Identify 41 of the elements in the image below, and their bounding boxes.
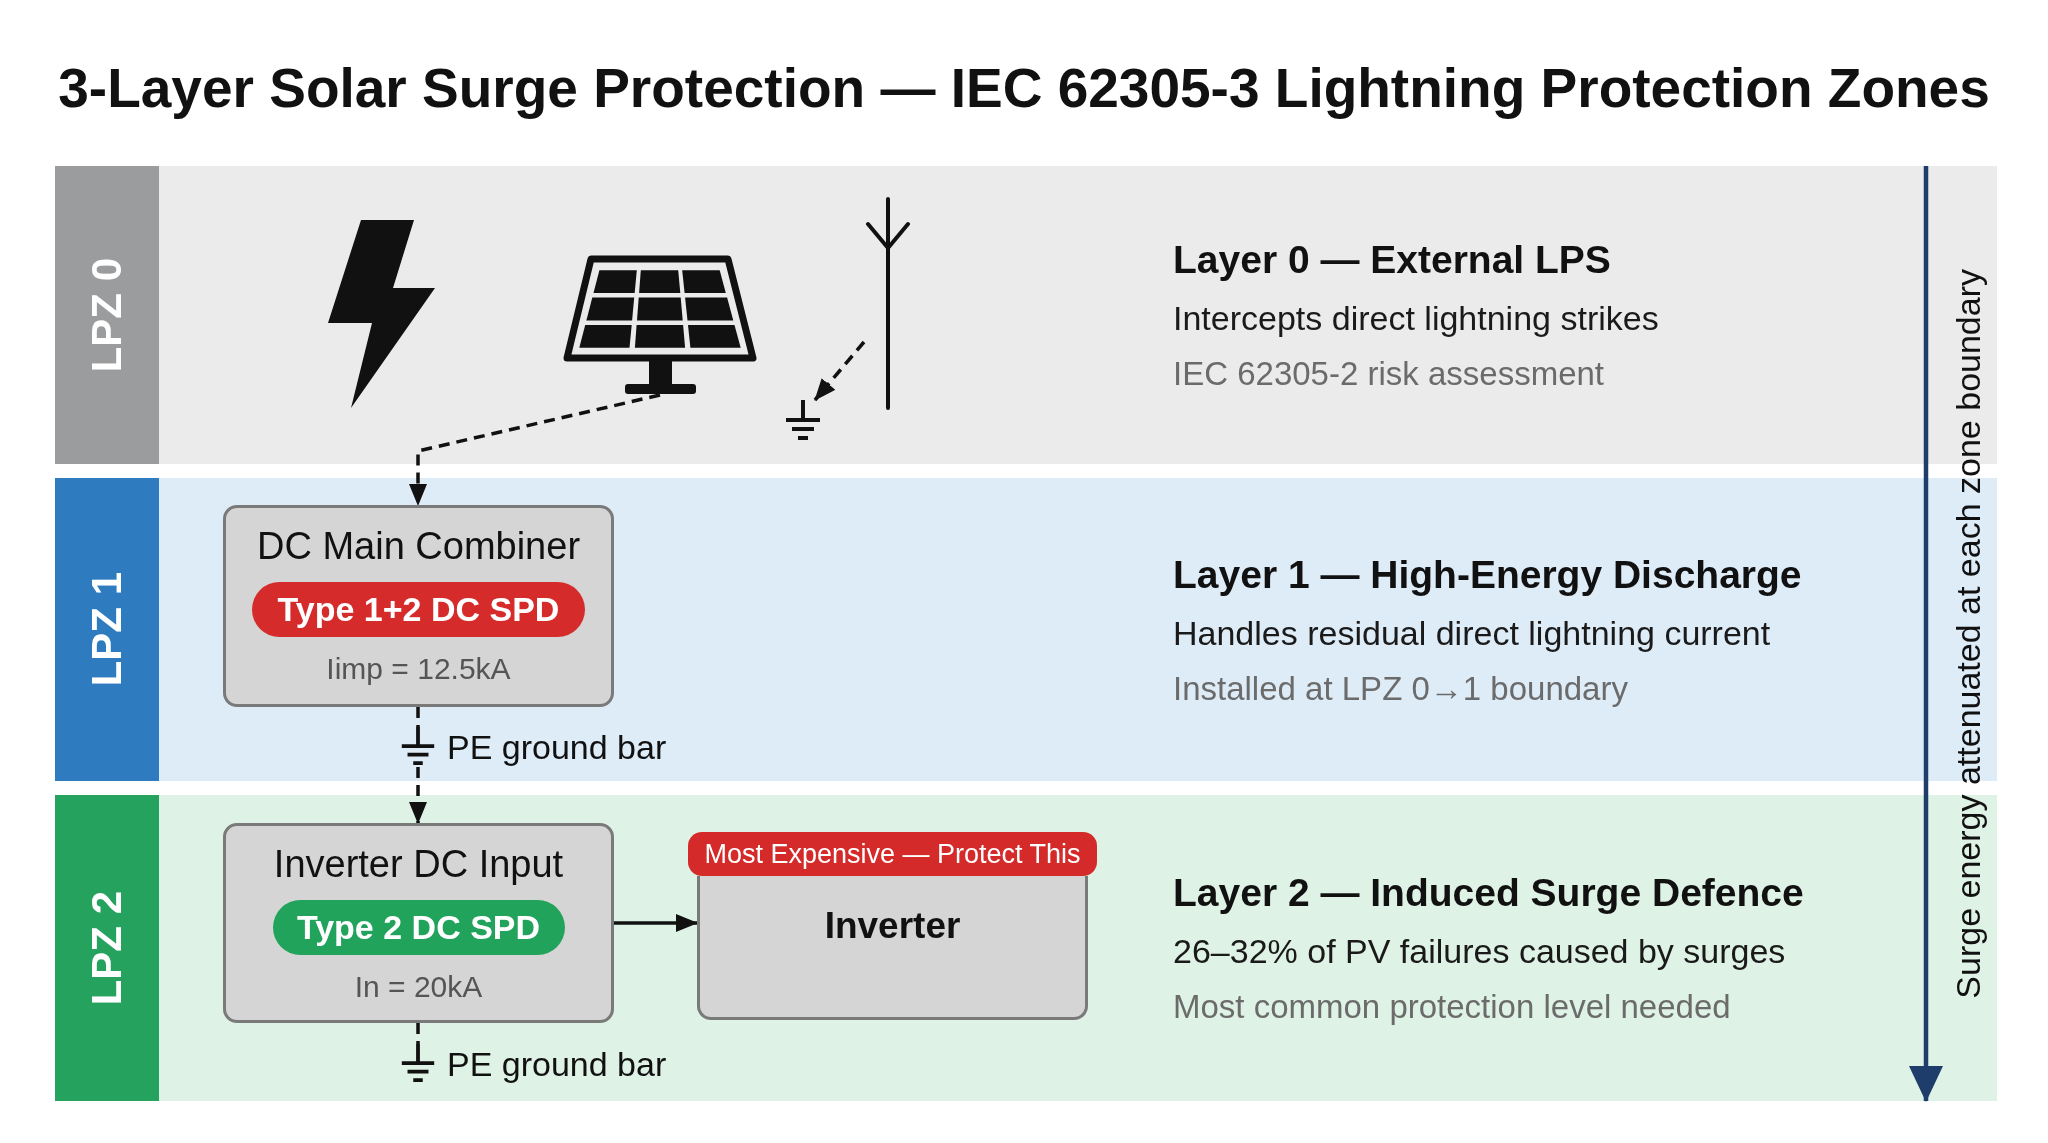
zone-description: Intercepts direct lightning strikes [1173,298,1659,339]
zone-label: LPZ 0 [83,257,131,373]
zone-heading: Layer 0 — External LPS [1173,237,1612,283]
dashed-line [416,707,420,727]
solar-panel-icon [562,255,758,395]
box-title: DC Main Combiner [256,524,581,568]
zone-heading: Layer 1 — High-Energy Discharge [1173,551,1802,598]
device-box [697,876,1088,1020]
zone-tab [55,795,159,1101]
device-name: Inverter [824,904,961,947]
zone-heading: Layer 2 — Induced Surge Defence [1173,870,1804,916]
zone-band [55,795,1997,1101]
rating-text: In = 20kA [354,969,483,1005]
device-box [223,505,614,707]
dashed-arrow [409,767,427,824]
arrow [1909,166,1943,1102]
device-box [223,823,614,1023]
vertical-caption: Surge energy attenuated at each zone boundary [1948,268,1988,999]
ground-label: PE ground bar [447,1044,667,1084]
spd-badge: Type 2 DC SPD [272,900,565,955]
box-title: Inverter DC Input [273,842,564,886]
ground-icon [784,400,822,442]
dashed-line [416,1023,420,1044]
zone-note: Installed at LPZ 0→1 boundary [1173,668,1629,709]
zone-label: LPZ 2 [83,890,131,1006]
zone-note: IEC 62305-2 risk assessment [1173,354,1605,394]
zone-label: LPZ 1 [83,572,131,687]
zone-description: Handles residual direct lightning current [1173,612,1772,654]
dashed-arrow [409,393,661,506]
spd-badge: Type 1+2 DC SPD [252,582,585,637]
zone-tab [55,478,159,781]
zone-description: 26–32% of PV failures caused by surges [1173,931,1787,972]
diagram-title: 3-Layer Solar Surge Protection — IEC 62305-3 Lightning Protection Zones [58,56,1990,120]
dashed-arrow [813,340,866,402]
zone-tab [55,166,159,464]
lightning-rod-icon [864,197,912,410]
warning-banner: Most Expensive — Protect This [688,832,1097,876]
arrow [614,914,698,932]
ground-label: PE ground bar [447,727,667,767]
rating-text: Iimp = 12.5kA [326,651,511,687]
zone-note: Most common protection level needed [1173,987,1732,1027]
